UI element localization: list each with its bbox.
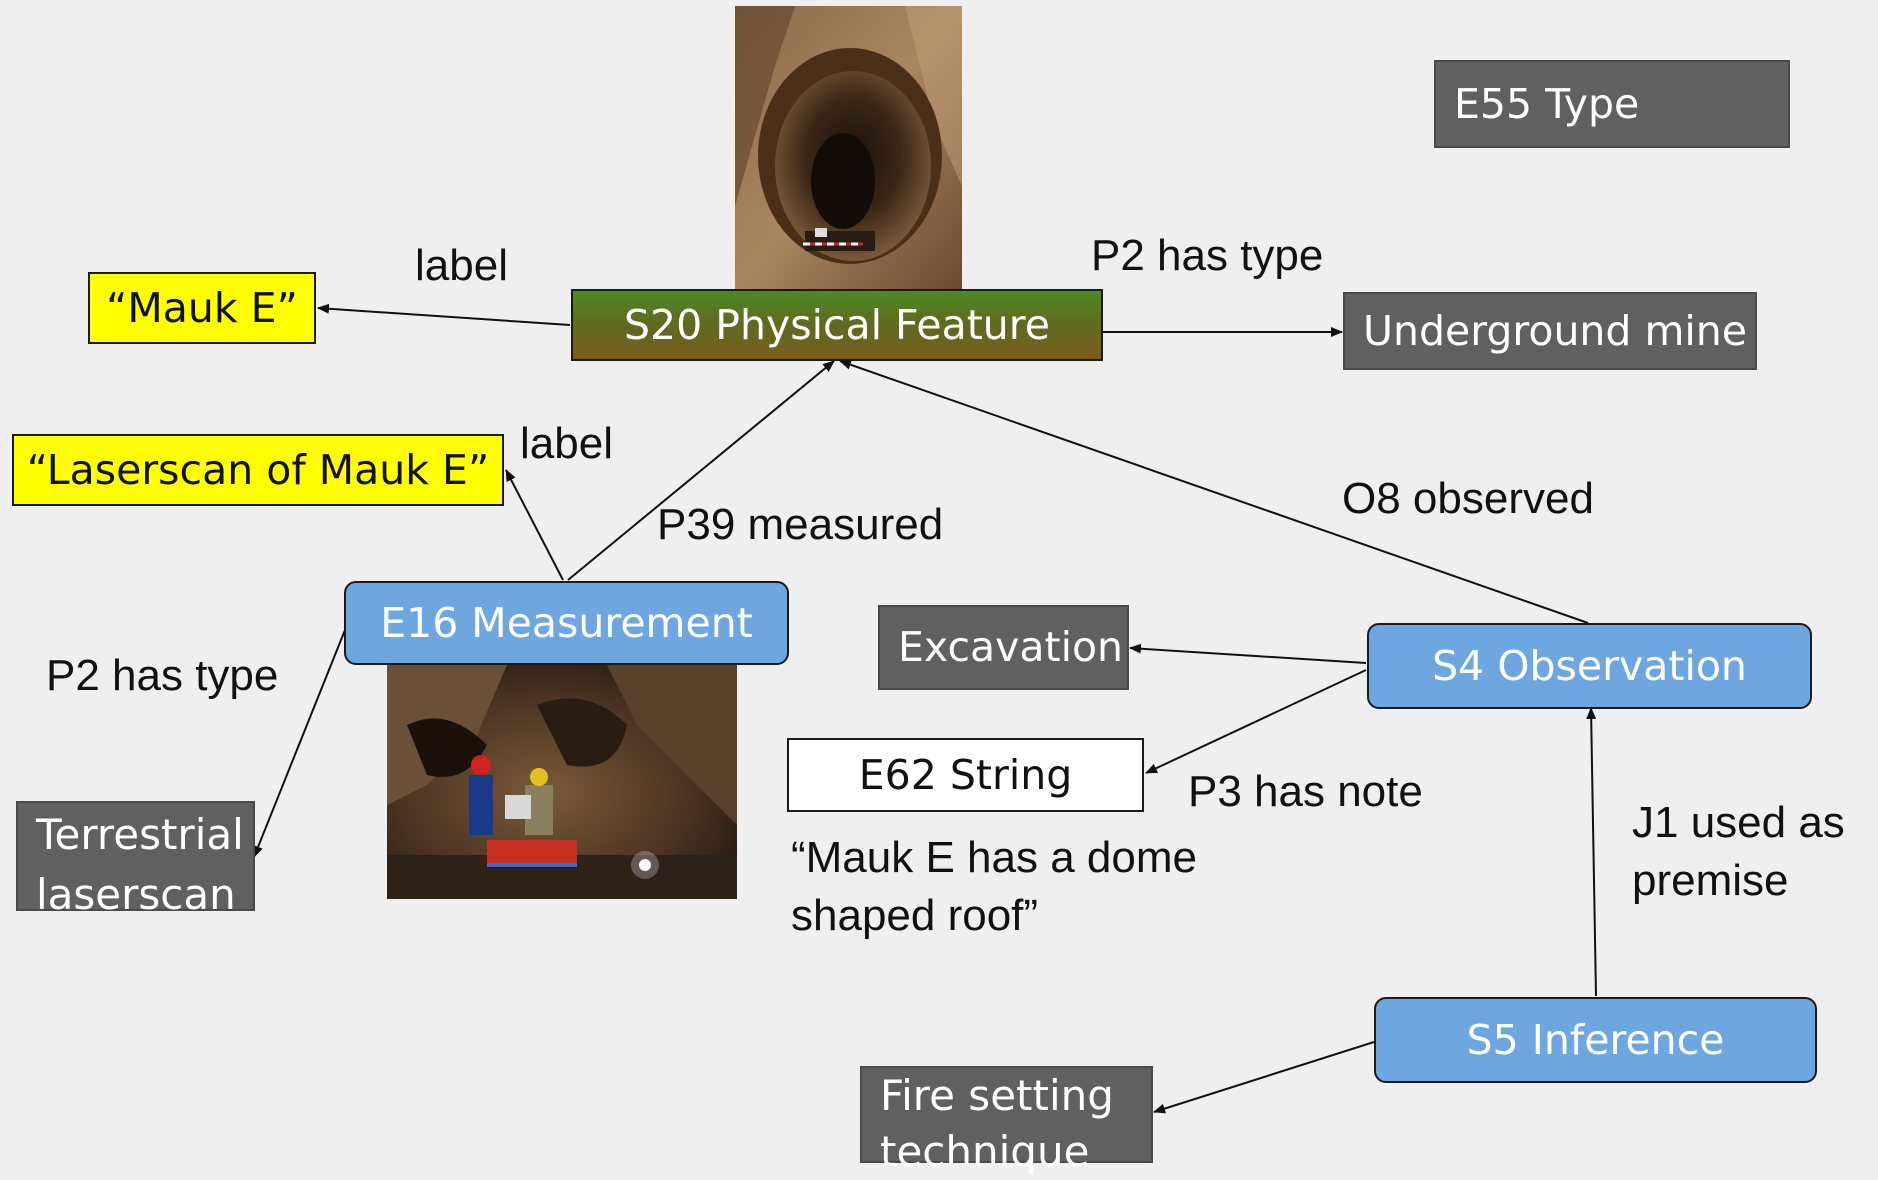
edge-label-p2-has-type-top: P2 has type [1091, 231, 1324, 280]
terrestrial-laserscan-node: Terrestrial laserscan [16, 801, 255, 919]
s20-physical-feature-node: S20 Physical Feature [571, 289, 1103, 361]
edge-s5-to-s4 [1586, 707, 1597, 997]
edge-e16-to-laserscan-label [505, 469, 564, 581]
e62-string-node: E62 String [787, 738, 1144, 812]
edge-s4-to-excavation [1129, 643, 1367, 664]
edge-label-j1-used-as-premise: J1 used as premise [1632, 798, 1845, 905]
edge-e16-to-s20 [567, 360, 835, 581]
excavation-node: Excavation [878, 605, 1129, 690]
e16-measurement-node: E16 Measurement [344, 581, 789, 665]
s5-inference-node: S5 Inference [1374, 997, 1817, 1083]
cave-laserscan-photo [387, 665, 737, 899]
mine-tunnel-photo [735, 6, 962, 289]
edge-label-p3-has-note: P3 has note [1188, 767, 1423, 816]
edge-s5-to-fire-setting [1153, 1041, 1375, 1114]
edge-label-p39-measured: P39 measured [657, 500, 944, 549]
mauk-e-label-node: “Mauk E” [88, 272, 316, 344]
s4-observation-node: S4 Observation [1367, 623, 1812, 709]
underground-mine-node: Underground mine [1343, 292, 1757, 370]
edge-s4-to-e62 [1145, 669, 1367, 774]
edge-label-label-mid: label [520, 419, 613, 468]
edge-s20-to-mauk-e [317, 303, 571, 326]
edge-label-p2-has-type-left: P2 has type [46, 651, 279, 700]
edge-label-o8-observed: O8 observed [1342, 474, 1594, 523]
edge-s4-to-s20 [839, 359, 1589, 624]
fire-setting-node: Fire setting technique [860, 1066, 1153, 1176]
e55-type-node: E55 Type [1434, 60, 1790, 148]
laserscan-label-node: “Laserscan of Mauk E” [12, 434, 504, 506]
edge-e16-to-terrestrial [253, 629, 346, 858]
edge-label-label-top: label [415, 241, 508, 290]
note-text: “Mauk E has a dome shaped roof” [791, 833, 1197, 940]
